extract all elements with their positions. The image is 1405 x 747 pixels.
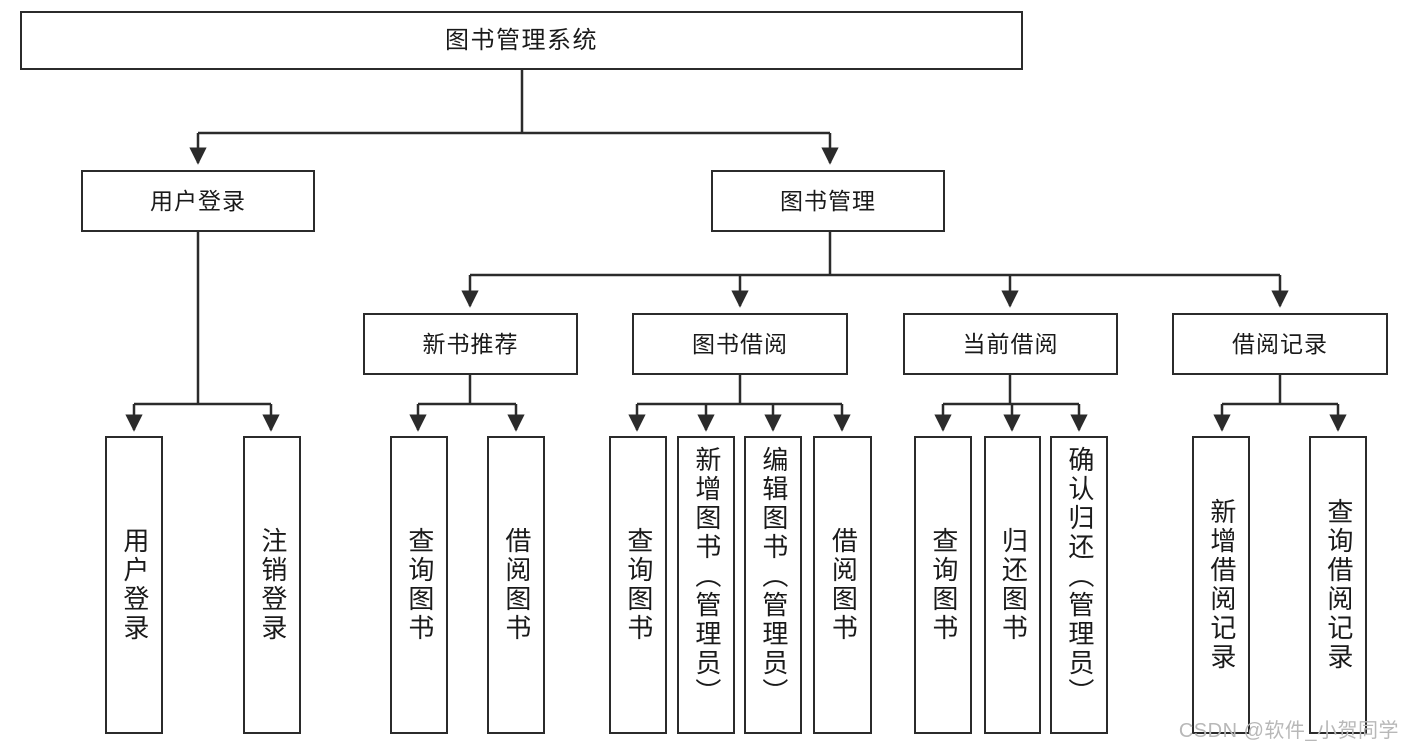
node-label: 用户登录 [119, 527, 150, 643]
node-label: 查询借阅记录 [1323, 498, 1354, 672]
node-borrow-records[interactable]: 借阅记录 [1172, 313, 1388, 375]
node-label: 当前借阅 [962, 330, 1059, 357]
node-label: 查询图书 [404, 527, 435, 643]
leaf-user-login[interactable]: 用户登录 [105, 436, 163, 734]
node-new-book-recommend[interactable]: 新书推荐 [363, 313, 578, 375]
node-label: 借阅图书 [501, 527, 532, 643]
node-label: 新增图书（管理员） [691, 446, 722, 707]
node-user-login[interactable]: 用户登录 [81, 170, 315, 232]
node-label: 新书推荐 [422, 330, 519, 357]
leaf-borrow-book-recommend[interactable]: 借阅图书 [487, 436, 545, 734]
node-book-management[interactable]: 图书管理 [711, 170, 945, 232]
node-label: 图书管理 [780, 187, 876, 214]
node-label: 归还图书 [998, 527, 1029, 643]
leaf-return-book[interactable]: 归还图书 [984, 436, 1041, 734]
node-label: 新增借阅记录 [1206, 498, 1237, 672]
node-label: 确认归还（管理员） [1064, 446, 1095, 707]
leaf-add-book-admin[interactable]: 新增图书（管理员） [677, 436, 735, 734]
node-label: 用户登录 [150, 187, 246, 214]
leaf-query-book-current[interactable]: 查询图书 [914, 436, 972, 734]
node-label: 借阅图书 [828, 527, 859, 643]
leaf-borrow-book[interactable]: 借阅图书 [813, 436, 872, 734]
node-label: 图书管理系统 [445, 26, 598, 54]
node-label: 借阅记录 [1232, 330, 1328, 357]
leaf-confirm-return-admin[interactable]: 确认归还（管理员） [1050, 436, 1108, 734]
leaf-logout[interactable]: 注销登录 [243, 436, 301, 734]
node-current-borrow[interactable]: 当前借阅 [903, 313, 1118, 375]
leaf-add-borrow-record[interactable]: 新增借阅记录 [1192, 436, 1250, 734]
node-root-system[interactable]: 图书管理系统 [20, 11, 1023, 70]
leaf-query-book-borrow[interactable]: 查询图书 [609, 436, 667, 734]
leaf-query-book-recommend[interactable]: 查询图书 [390, 436, 448, 734]
leaf-query-borrow-record[interactable]: 查询借阅记录 [1309, 436, 1367, 734]
node-label: 查询图书 [623, 527, 654, 643]
node-label: 图书借阅 [692, 330, 788, 357]
node-book-borrow[interactable]: 图书借阅 [632, 313, 848, 375]
node-label: 编辑图书（管理员） [758, 446, 789, 707]
leaf-edit-book-admin[interactable]: 编辑图书（管理员） [744, 436, 802, 734]
node-label: 查询图书 [928, 527, 959, 643]
node-label: 注销登录 [257, 527, 288, 643]
